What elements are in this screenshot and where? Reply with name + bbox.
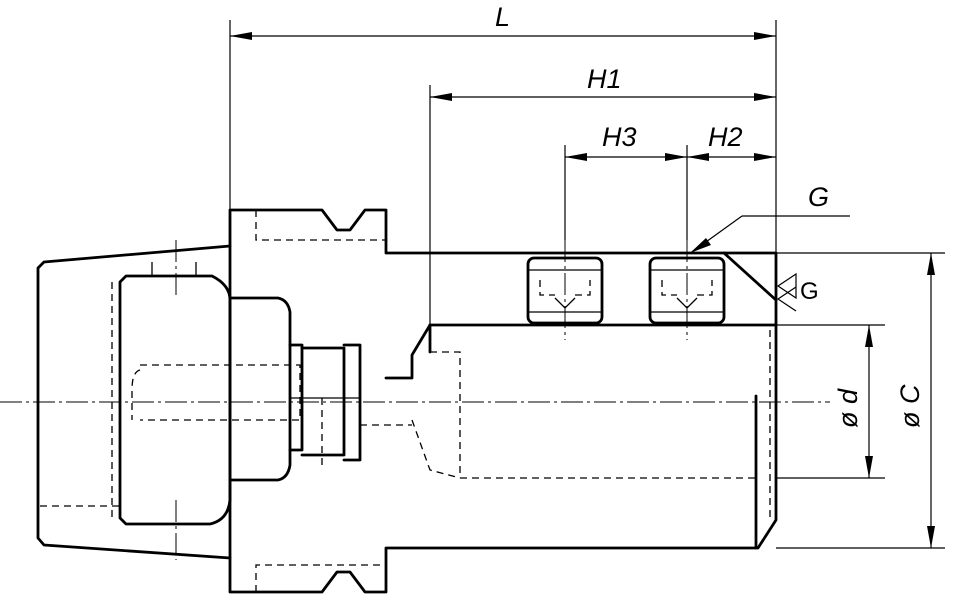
label-L: L: [495, 2, 510, 32]
label-G-leader: G: [808, 182, 829, 212]
dimension-H2: H2: [687, 122, 776, 161]
bore-body: [384, 323, 778, 550]
center-lines: [0, 240, 830, 560]
dimension-H3: H3: [565, 122, 687, 161]
leader-G: G: [690, 182, 850, 253]
hidden-lines: [40, 210, 771, 592]
label-phi-d: ø d: [833, 388, 863, 428]
label-H3: H3: [602, 122, 637, 152]
dimension-L: L: [230, 2, 776, 40]
label-phi-C: ø C: [895, 384, 925, 428]
label-G-thread: G: [800, 278, 819, 305]
taper-section: [118, 262, 362, 526]
extension-lines: [229, 20, 945, 549]
thread-symbol-G: G: [776, 272, 819, 312]
holder-outline: [36, 208, 778, 594]
dimension-H1: H1: [430, 64, 776, 101]
chamfer-line: [722, 251, 778, 302]
dimension-phi-C: ø C: [895, 253, 935, 548]
dimension-phi-d: ø d: [833, 325, 873, 478]
label-H2: H2: [708, 122, 743, 152]
label-H1: H1: [587, 64, 622, 94]
